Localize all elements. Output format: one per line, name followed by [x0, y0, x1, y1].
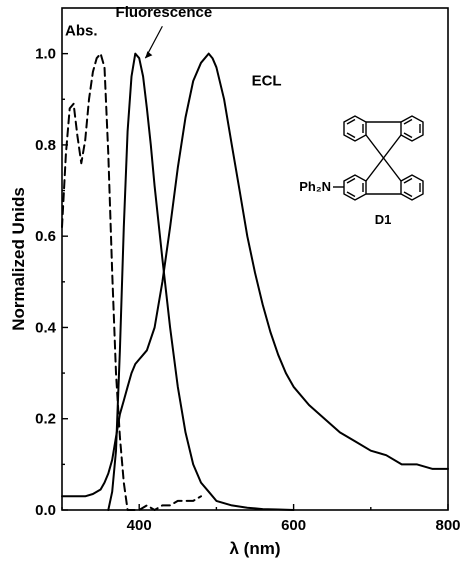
axes: 400 600 800 0.0 0.2 0.4 0.6 0.8 1.0 λ (nm) Normali… — [9, 7, 461, 558]
aromatic-double-bond — [346, 177, 356, 184]
series-fluorescence-line — [107, 52, 295, 511]
fluorescence-arrow-head — [145, 51, 153, 59]
x-axis-label: λ (nm) — [230, 539, 281, 558]
molecule-structure — [333, 115, 424, 201]
y-tick-label: 0.6 — [35, 228, 56, 245]
series-ecl-line — [61, 52, 449, 498]
annotation-fluorescence: Fluorescence — [116, 4, 213, 21]
aromatic-double-bond — [346, 118, 356, 125]
molecule-name-label: D1 — [375, 212, 392, 227]
series-abs-line — [61, 52, 202, 511]
plot-frame — [61, 7, 449, 511]
annotation-ecl: ECL — [252, 73, 282, 90]
series-layer — [61, 52, 449, 511]
y-axis-label: Normalized Unids — [9, 187, 28, 331]
y-tick-label: 0.0 — [35, 502, 56, 519]
x-tick-label: 800 — [435, 517, 460, 534]
annotation-abs: Abs. — [65, 22, 98, 39]
y-tick-label: 0.4 — [35, 319, 57, 336]
y-tick-label: 1.0 — [35, 46, 56, 63]
aromatic-double-bond — [403, 132, 413, 139]
y-tick-label: 0.8 — [35, 137, 56, 154]
y-tick-label: 0.2 — [35, 411, 56, 428]
x-tick-label: 600 — [281, 517, 306, 534]
aromatic-double-bond — [346, 132, 356, 139]
aromatic-double-bond — [403, 118, 413, 125]
molecule-substituent-label: Ph₂N — [299, 179, 331, 194]
aromatic-double-bond — [403, 177, 413, 184]
bottom-right-to-spiro-bond — [382, 157, 402, 182]
aromatic-double-bond — [346, 191, 356, 198]
x-tick-label: 400 — [127, 517, 152, 534]
top-right-to-spiro-bond — [382, 134, 402, 159]
aromatic-double-bond — [403, 191, 413, 198]
bottom-left-to-spiro-bond — [365, 157, 385, 182]
top-left-to-spiro-bond — [365, 134, 385, 159]
